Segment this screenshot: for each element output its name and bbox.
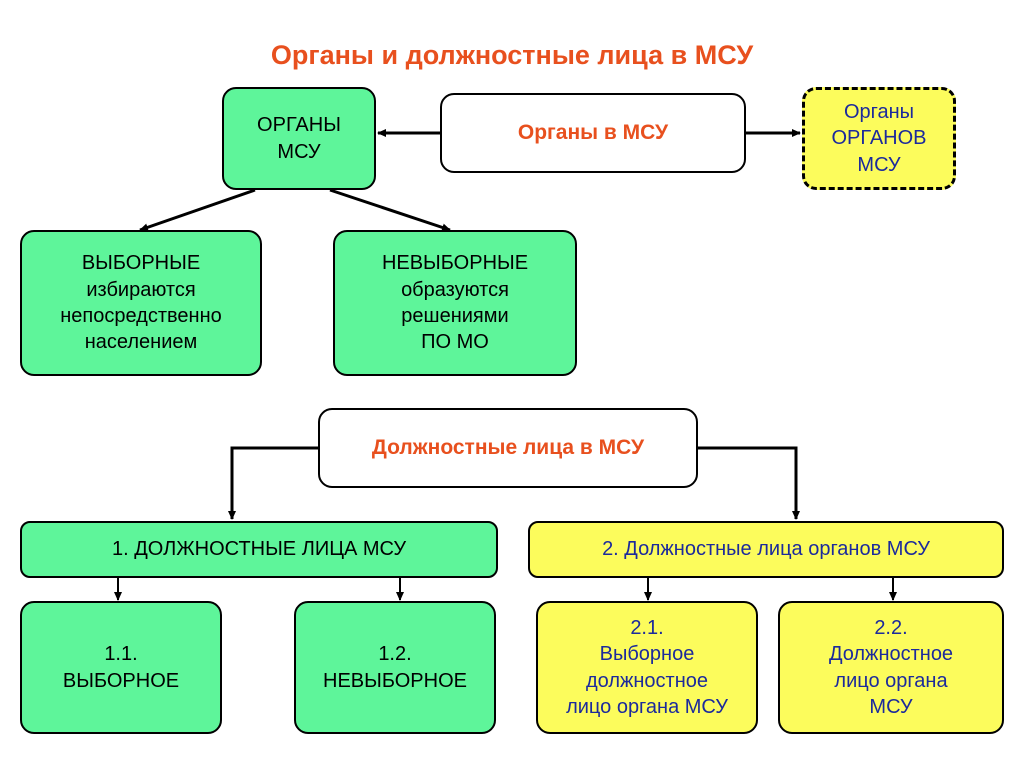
- elected-organ-official-line-1: 2.1.: [630, 616, 664, 639]
- organs-msu-box: ОРГАНЫ МСУ: [222, 87, 376, 190]
- page-title: Органы и должностные лица в МСУ: [270, 40, 754, 70]
- organs-center-label: Органы в МСУ: [517, 121, 669, 145]
- arrow-to-non-elected: [329, 188, 451, 232]
- non-elected-line-3: решениями: [401, 305, 509, 327]
- non-elected-box: НЕВЫБОРНЫЕ образуются решениями ПО МО: [333, 230, 577, 376]
- arrow-to-elected: [139, 188, 256, 232]
- officials-msu-label: 1. ДОЛЖНОСТНЫЕ ЛИЦА МСУ: [111, 538, 407, 561]
- elected-official-line-2: ВЫБОРНОЕ: [62, 669, 180, 692]
- elected-box: ВЫБОРНЫЕ избираются непосредственно насе…: [20, 230, 262, 376]
- non-elected-line-4: ПО МО: [421, 331, 489, 354]
- non-elected-line-2: образуются: [401, 278, 509, 301]
- elected-line-4: населением: [84, 331, 198, 354]
- elected-organ-official-line-4: лицо органа МСУ: [566, 695, 728, 718]
- elected-line-3: непосредственно: [60, 305, 222, 327]
- elected-organ-official-line-2: Выборное: [599, 643, 695, 666]
- organs-of-organs-line-2: ОРГАНОВ: [831, 127, 927, 150]
- elected-line-2: избираются: [86, 278, 196, 301]
- arrow-to-officials-of-organs: [698, 446, 800, 520]
- organ-official-line-3: лицо органа: [834, 669, 948, 692]
- organs-center-box: Органы в МСУ: [440, 93, 746, 173]
- non-elected-official-box: 1.2. НЕВЫБОРНОЕ: [294, 601, 496, 734]
- elected-line-1: ВЫБОРНЫЕ: [81, 252, 201, 275]
- officials-center-box: Должностные лица в МСУ: [318, 408, 698, 488]
- officials-of-organs-label: 2. Должностные лица органов МСУ: [602, 538, 930, 561]
- officials-center-label: Должностные лица в МСУ: [371, 436, 645, 460]
- non-elected-official-line-2: НЕВЫБОРНОЕ: [323, 669, 467, 692]
- organ-official-line-1: 2.2.: [874, 616, 908, 639]
- officials-of-organs-box: 2. Должностные лица органов МСУ: [528, 521, 1004, 578]
- elected-official-line-1: 1.1.: [104, 643, 138, 666]
- non-elected-line-1: НЕВЫБОРНЫЕ: [381, 252, 529, 275]
- organ-official-line-4: МСУ: [869, 695, 913, 718]
- organ-official-line-2: Должностное: [828, 643, 954, 666]
- organs-of-organs-box: Органы ОРГАНОВ МСУ: [802, 87, 956, 190]
- officials-msu-box: 1. ДОЛЖНОСТНЫЕ ЛИЦА МСУ: [20, 521, 498, 578]
- organs-of-organs-line-1: Органы: [843, 100, 915, 123]
- organ-official-box: 2.2. Должностное лицо органа МСУ: [778, 601, 1004, 734]
- elected-organ-official-line-3: должностное: [585, 669, 709, 692]
- arrow-to-officials-msu: [228, 446, 318, 520]
- organs-of-organs-line-3: МСУ: [857, 153, 901, 176]
- elected-official-box: 1.1. ВЫБОРНОЕ: [20, 601, 222, 734]
- organs-msu-line-2: МСУ: [277, 140, 321, 163]
- non-elected-official-line-1: 1.2.: [378, 643, 412, 666]
- elected-organ-official-box: 2.1. Выборное должностное лицо органа МС…: [536, 601, 758, 734]
- organs-msu-line-1: ОРГАНЫ: [257, 114, 341, 137]
